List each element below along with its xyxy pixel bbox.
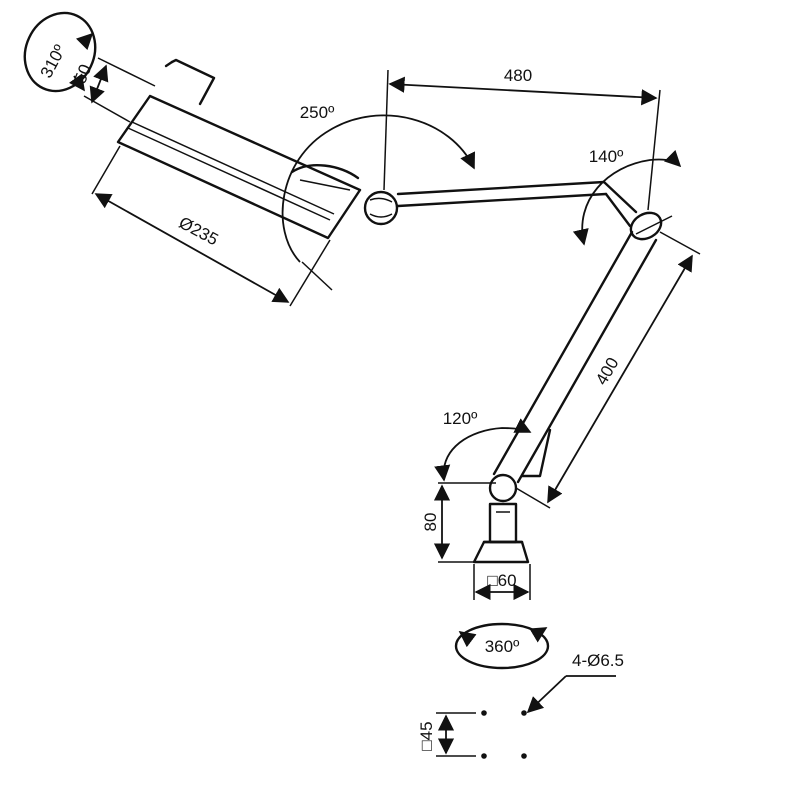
upper-arm-length-label: 480 [504,66,532,85]
mount-holes-callout: 4-Ø6.5 [526,651,624,714]
elbow-angle-indicator: 140º [572,147,682,246]
base-square-label: □60 [487,571,516,590]
base-rotation-label: 360º [485,637,520,656]
base-joint-knob [488,473,518,503]
base-square-dimension: □60 [473,564,531,601]
head-rotation-label: 310º [37,42,70,81]
base-rotation-indicator: 360º [454,622,550,670]
mount-holes-label: 4-Ø6.5 [572,651,624,670]
base-angle-indicator: 120º [434,409,532,482]
head-joint-knob [363,190,399,226]
head-angle-indicator: 250º [281,103,475,291]
lower-arm [492,230,658,484]
base-angle-label: 120º [443,409,478,428]
mount-square-label: □45 [417,721,436,750]
lower-arm-dimension: 400 [515,231,701,509]
mount-square-dimension: □45 [417,712,476,757]
elbow-angle-label: 140º [589,147,624,166]
head-diameter-label: Ø235 [176,213,222,249]
head-angle-label: 250º [300,103,335,122]
upper-arm [396,180,638,228]
base-height-label: 80 [421,513,440,532]
head-rotation-indicator: 310º [23,11,97,93]
mount-hole [521,753,527,759]
base-height-dimension: 80 [421,482,496,563]
lamp-shade [116,94,362,240]
elbow-joint [629,211,663,241]
upper-arm-dimension: 480 [383,66,661,211]
shade-handle [164,58,216,106]
mount-hole [481,710,487,716]
mount-hole [521,710,527,716]
mount-hole-pattern [481,710,527,759]
base-mount [472,502,530,564]
mount-hole [481,753,487,759]
